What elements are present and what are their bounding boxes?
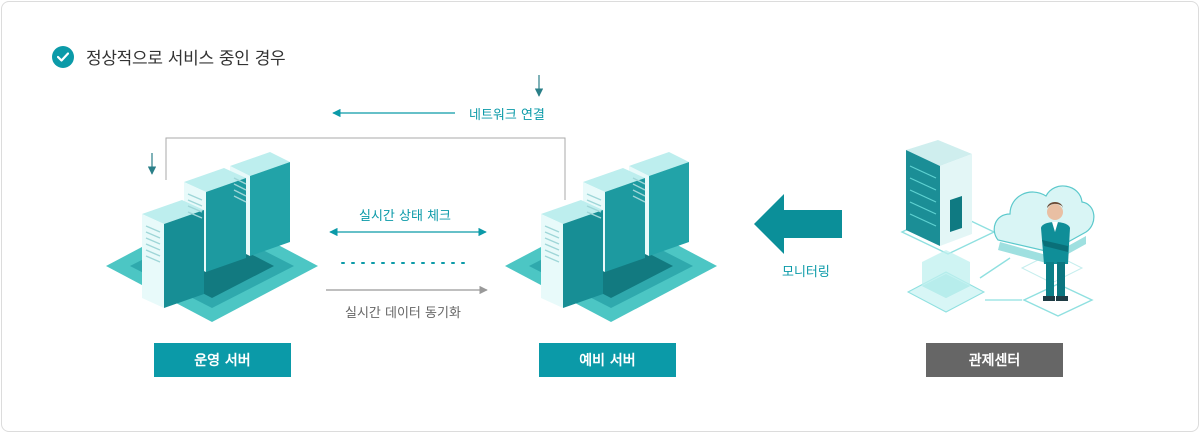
operating-server-box: 운영 서버 (154, 343, 291, 377)
network-connection-line (147, 75, 566, 200)
check-circle-icon (52, 45, 74, 68)
realtime-sync-label: 실시간 데이터 동기화 (345, 306, 461, 321)
realtime-check-label: 실시간 상태 체크 (359, 209, 451, 224)
control-center-illustration (900, 140, 1095, 317)
operating-server-illustration (106, 152, 318, 322)
monitoring-arrow-icon (754, 194, 842, 254)
heading-row: 정상적으로 서비스 중인 경우 (52, 44, 286, 69)
standby-server-box: 예비 서버 (539, 343, 676, 377)
standby-server-illustration (505, 152, 717, 322)
page-title: 정상적으로 서비스 중인 경우 (86, 49, 286, 69)
network-connection-label: 네트워크 연결 (469, 108, 545, 123)
monitoring-label: 모니터링 (782, 265, 830, 280)
control-center-box: 관제센터 (926, 343, 1063, 377)
